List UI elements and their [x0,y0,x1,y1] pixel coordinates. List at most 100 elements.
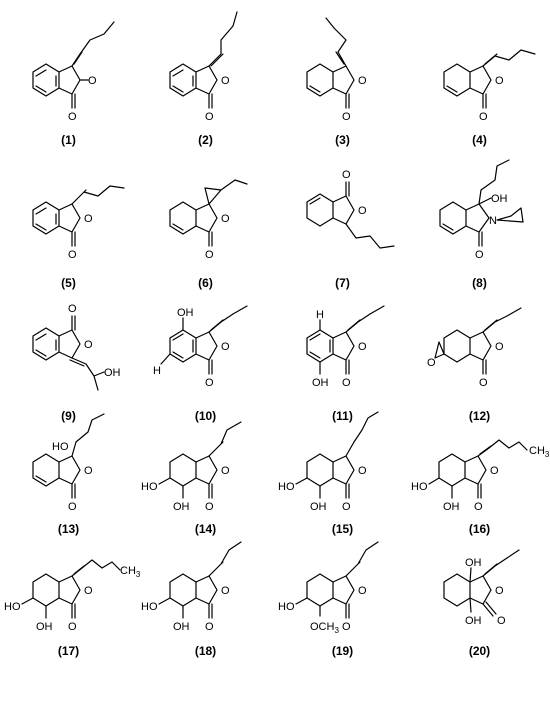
compound-4: O O (4) [411,0,548,166]
compound-label: (18) [194,644,217,658]
atom-o: O [68,249,77,261]
compound-17: HO OH O O CH3 (17) [0,540,141,706]
structure-4: O O [443,49,536,123]
compound-label: (2) [198,133,213,147]
structure-13: HO O O [32,413,105,513]
atom-oh: OH [443,501,460,513]
compound-11: H OH O O (11) [274,294,411,460]
atom-o: O [84,585,93,597]
atom-o: O [221,341,230,353]
atom-o: O [342,377,351,389]
atom-o: O [205,621,214,633]
compound-label: (4) [472,133,487,147]
atom-oh: OH [36,621,53,633]
atom-o: O [342,169,351,181]
compound-16: HO OH O O CH3 (16) [411,420,550,586]
atom-o: O [358,585,367,597]
structure-6: O O [169,179,248,261]
atom-o: O [205,111,214,123]
atom-o: O [84,339,93,351]
atom-o: O [358,341,367,353]
atom-o: O [342,111,351,123]
atom-oh: OH [173,621,190,633]
atom-h: H [316,309,324,321]
compound-label: (15) [331,522,354,536]
compound-label: (7) [335,276,350,290]
structure-19: HO OCH3 O O [278,541,379,635]
compound-label: (1) [61,133,76,147]
atom-o: O [495,75,504,87]
structure-12: O O O [427,307,522,389]
atom-oh: OH [312,377,329,389]
atom-oh: OH [465,557,482,569]
compound-label: (10) [194,409,217,423]
atom-o: O [84,465,93,477]
compound-2: O O (2) [137,0,274,166]
atom-o: O [68,501,77,513]
atom-ho: HO [141,481,158,493]
structure-11: H OH O O [306,305,385,389]
compound-label: (9) [61,409,76,423]
atom-o: O [474,501,483,513]
compound-label: (14) [194,522,217,536]
atom-h: H [153,365,161,377]
atom-n: N [489,215,497,227]
atom-oh: OH [491,193,508,205]
compound-label: (17) [57,644,80,658]
structure-9: O O OH [32,303,121,391]
compound-grid: O O (1) O O (2) O O (3) [0,0,550,658]
compound-label: (5) [61,276,76,290]
compound-13: HO O O (13) [0,413,137,586]
atom-o: O [495,341,504,353]
compound-label: (12) [468,409,491,423]
structure-14: HO OH O O [141,421,242,513]
structure-15: HO OH O O [278,411,379,513]
compound-6: O O (6) [137,158,274,324]
atom-o: O [221,213,230,225]
compound-label: (13) [57,522,80,536]
structure-10: OH H O O [153,305,248,389]
compound-label: (6) [198,276,213,290]
compound-14: HO OH O O (14) [137,420,274,586]
compound-18: HO OH O O (18) [137,540,274,706]
atom-o: O [479,111,488,123]
structure-8: OH N O [439,159,524,261]
atom-o: O [358,75,367,87]
compound-8: OH N O (8) [411,158,548,324]
atom-o: O [427,357,436,369]
compound-label: (20) [468,644,491,658]
compound-3: O O (3) [274,0,411,166]
structure-16: HO OH O O CH3 [411,439,550,513]
compound-7: O O (7) [274,158,411,324]
compound-15: HO OH O O (15) [274,411,411,586]
structure-17: HO OH O O CH3 [4,559,141,633]
atom-ho: HO [278,481,295,493]
atom-o: O [68,111,77,123]
atom-o: O [490,465,499,477]
atom-o: O [495,585,504,597]
atom-oh: OH [310,501,327,513]
atom-oh: OH [104,367,121,379]
compound-label: (11) [332,409,353,423]
compound-12: O O O (12) [411,294,548,460]
atom-o: O [205,249,214,261]
atom-o: O [358,465,367,477]
atom-o: O [497,615,506,627]
atom-ho: HO [52,441,69,453]
atom-o: O [221,75,230,87]
compound-9: O O OH (9) [0,294,137,460]
compound-10: OH H O O (10) [137,294,274,460]
compound-20: OH OH O O (20) [411,540,548,706]
atom-oh: OH [465,615,482,627]
atom-ch3: CH3 [120,565,141,579]
structure-3: O O [306,17,367,123]
atom-ho: HO [4,601,21,613]
atom-ho: HO [141,601,158,613]
structure-2: O O [169,11,238,123]
atom-o: O [342,501,351,513]
atom-o: O [479,377,488,389]
structure-7: O O [306,169,395,249]
atom-oh: OH [177,307,194,319]
atom-o: O [342,621,351,633]
atom-o: O [84,213,93,225]
